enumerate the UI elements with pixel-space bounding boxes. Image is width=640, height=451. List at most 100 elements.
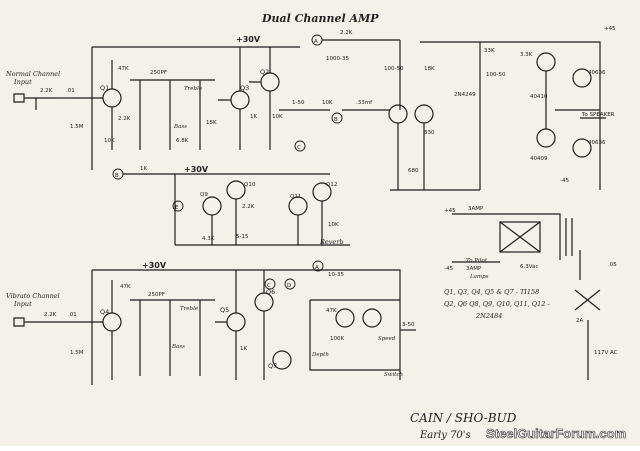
ps-c05: .05 [608,262,617,268]
transistor-q12: Q12 [326,182,337,188]
q5-r1k: 1K [240,346,247,352]
watermark: SteelGuitarForum.com [486,426,626,441]
ps-3amp-top: 3AMP [468,206,484,212]
vib-input-r22k: 2.2K [44,312,57,318]
ps-117vac: 117V AC [594,350,618,356]
node-e: E [175,205,179,211]
q2-r10k: 10K [272,114,283,120]
legend-line2: Q2, Q6 Q8, Q9, Q10, Q11, Q12 - [444,300,550,308]
power-amp-section: A 2.2K 1000-35 100-50 18K 2N4249 330 680… [311,26,616,191]
transistor-q9: Q9 [200,192,208,198]
pa-z2n4249: 2N4249 [454,92,476,98]
vib-bass: Bass [171,344,185,350]
pa-r330: 330 [424,130,435,136]
pa-c1000-35: 1000-35 [326,56,349,62]
legend-line1: Q1, Q3, Q4, Q5 & Q7 - TI158 [444,288,539,296]
normal-input-label-1: Normal Channel [5,70,60,78]
normal-bass: Bass [173,124,187,130]
rev-r10k: 10K [328,222,339,228]
pa-r18k: 18K [424,66,435,72]
vibrato-input-label-2: Input [13,300,32,308]
pa-r2-2k: 2.2K [340,30,353,36]
ps-3amp-bot: 3AMP [466,266,482,272]
pa-c100-50b: 100-50 [486,72,506,78]
signature-line2: Early 70's [419,430,471,441]
pa-40636-bot: 40636 [588,140,606,146]
schematic-title: Dual Channel AMP [261,12,379,25]
reverb-label: Reverb [319,238,344,246]
ps-6-3vac: 6.3Vac [520,264,538,270]
parts-legend: Q1, Q3, Q4, Q5 & Q7 - TI158 Q2, Q6 Q8, Q… [444,288,550,320]
rail-minus45-out: -45 [560,178,569,184]
pa-r33k: 33K [484,48,495,54]
node-d-vib: D [287,283,291,289]
normal-channel-section: +30V Normal Channel Input 2.2K .01 1.5M … [5,35,390,170]
node-b-rev: B [115,173,119,179]
vib-c250pf: 250PF [148,292,165,298]
tone-c250pf: 250PF [150,70,167,76]
rev-r5-15: 5-15 [236,234,249,240]
vib-depth: Depth [311,352,329,358]
vib-r1-5m: 1.5M [70,350,84,356]
normal-r1-5m: 1.5M [70,124,84,130]
node-c-vib: C [267,283,271,289]
pa-c100-50: 100-50 [384,66,404,72]
ps-minus45: -45 [444,266,453,272]
rev-r4-3k: 4.3K [202,236,215,242]
transistor-q7: Q7 [268,362,277,370]
node-a-vib: A [315,265,319,271]
q4-r47k: 47K [120,284,131,290]
transistor-q6: Q6 [266,288,275,296]
rev-r2-2k: 2.2K [242,204,255,210]
mix-r10k: 10K [322,100,333,106]
vib-r100k: 100K [330,336,344,342]
rev-r1-8k: 1K [140,166,147,172]
transistor-q1: Q1 [100,84,109,92]
transistor-q2: Q2 [260,68,269,76]
rail-mid-plus30: +30V [184,165,209,174]
ps-2a: 2A [576,318,583,324]
transistor-q11: Q11 [290,194,301,200]
q1-r2-2k: 2.2K [118,116,131,122]
transistor-q10: Q10 [244,182,256,188]
vib-input-c01: .01 [68,312,77,318]
vibrato-channel-section: +30V Vibrato Channel Input 2.2K .01 1.5M… [6,260,416,385]
pa-40636-top: 40636 [588,70,606,76]
signature-line1: CAIN / SHO-BUD [410,411,517,425]
pa-40410: 40410 [530,94,548,100]
q1-r47k: 47K [118,66,129,72]
q1-r10k: 10K [104,138,115,144]
normal-treble: Treble [184,86,203,92]
vibrato-input-label-1: Vibrato Channel [6,292,60,300]
rail-top-plus30: +30V [236,35,261,44]
pa-r3-3k: 3.3K [520,52,533,58]
speaker-output: To SPEAKER [581,112,615,118]
vib-c3-50: 3-50 [402,322,415,328]
vib-c10-35: 10-35 [328,272,344,278]
normal-input-r22k: 2.2K [40,88,53,94]
mix-c1-50: 1-50 [292,100,305,106]
transistor-q4: Q4 [100,308,109,316]
legend-line3: 2N2484 [475,312,502,320]
tone-r6-8k: 6.8K [176,138,189,144]
ps-plus45: +45 [444,208,456,214]
power-supply-section: +45 3AMP 6.3Vac -45 3AMP To Pilot Lamps … [444,206,618,380]
node-b: B [334,117,338,123]
q3-r15k: 15K [206,120,217,126]
pilot-lamps-2: Lamps [469,274,489,280]
rail-bottom-plus30: +30V [142,261,167,270]
node-a-top: A [314,39,318,45]
node-c: C [297,145,301,151]
pa-40409: 40409 [530,156,548,162]
pilot-lamps-1: To Pilot [466,258,488,264]
vib-treble: Treble [180,306,199,312]
normal-input-c01: .01 [66,88,75,94]
transistor-q3: Q3 [240,84,249,92]
normal-input-label-2: Input [13,78,32,86]
vib-speed: Speed [378,336,396,342]
vib-switch: Switch [384,372,404,378]
mix-c33mf: .33mf [356,100,373,106]
reverb-section: B +30V 1K E Q9 Q10 Q11 Q12 4.3K 5-15 2.2… [112,165,350,246]
